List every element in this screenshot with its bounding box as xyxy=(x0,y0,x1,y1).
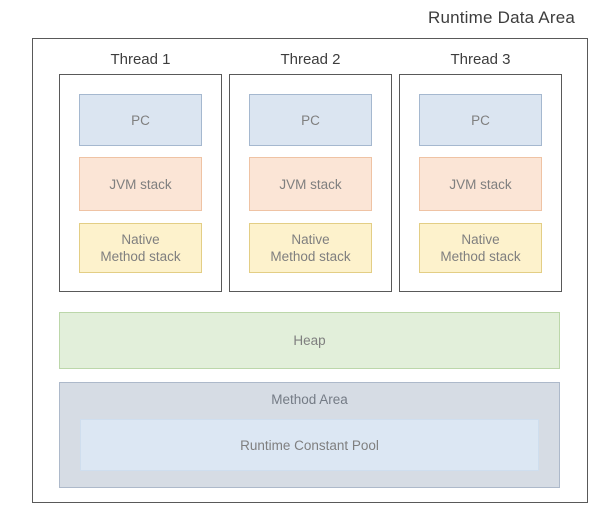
pc-box: PC xyxy=(419,94,542,146)
native-method-stack-label-line1: Native xyxy=(121,232,160,247)
thread-column-1: Thread 1 PC JVM stack Native Method stac… xyxy=(59,50,222,292)
thread-2-header: Thread 2 xyxy=(280,51,341,68)
jvm-stack-box: JVM stack xyxy=(419,157,542,211)
jvm-stack-box: JVM stack xyxy=(79,157,202,211)
native-method-stack-label-line1: Native xyxy=(291,232,330,247)
pc-box: PC xyxy=(249,94,372,146)
native-method-stack-label-line1: Native xyxy=(461,232,500,247)
pc-label: PC xyxy=(471,112,490,128)
native-method-stack-label-line2: Method stack xyxy=(440,249,521,264)
native-method-stack-label-line2: Method stack xyxy=(270,249,351,264)
threads-row: Thread 1 PC JVM stack Native Method stac… xyxy=(59,50,563,292)
heap-label: Heap xyxy=(293,333,326,348)
jvm-stack-label: JVM stack xyxy=(279,176,342,192)
diagram-title: Runtime Data Area xyxy=(427,8,575,27)
thread-column-2: Thread 2 PC JVM stack Native Method stac… xyxy=(229,50,392,292)
heap-box: Heap xyxy=(59,312,560,369)
pc-box: PC xyxy=(79,94,202,146)
thread-3-box: PC JVM stack Native Method stack xyxy=(399,74,562,292)
native-method-stack-label-line2: Method stack xyxy=(100,249,181,264)
jvm-stack-label: JVM stack xyxy=(109,176,172,192)
native-method-stack-box: Native Method stack xyxy=(419,223,542,273)
thread-1-header: Thread 1 xyxy=(110,51,171,68)
native-method-stack-box: Native Method stack xyxy=(79,223,202,273)
jvm-stack-label: JVM stack xyxy=(449,176,512,192)
pc-label: PC xyxy=(131,112,150,128)
thread-1-box: PC JVM stack Native Method stack xyxy=(59,74,222,292)
method-area-label: Method Area xyxy=(271,392,348,407)
thread-3-header: Thread 3 xyxy=(450,51,511,68)
thread-column-3: Thread 3 PC JVM stack Native Method stac… xyxy=(399,50,562,292)
thread-2-box: PC JVM stack Native Method stack xyxy=(229,74,392,292)
runtime-data-area-box: Thread 1 PC JVM stack Native Method stac… xyxy=(32,38,588,503)
jvm-stack-box: JVM stack xyxy=(249,157,372,211)
native-method-stack-box: Native Method stack xyxy=(249,223,372,273)
runtime-constant-pool-label: Runtime Constant Pool xyxy=(240,437,379,453)
method-area-box: Method Area Runtime Constant Pool xyxy=(59,382,560,488)
pc-label: PC xyxy=(301,112,320,128)
runtime-constant-pool-box: Runtime Constant Pool xyxy=(80,419,539,471)
